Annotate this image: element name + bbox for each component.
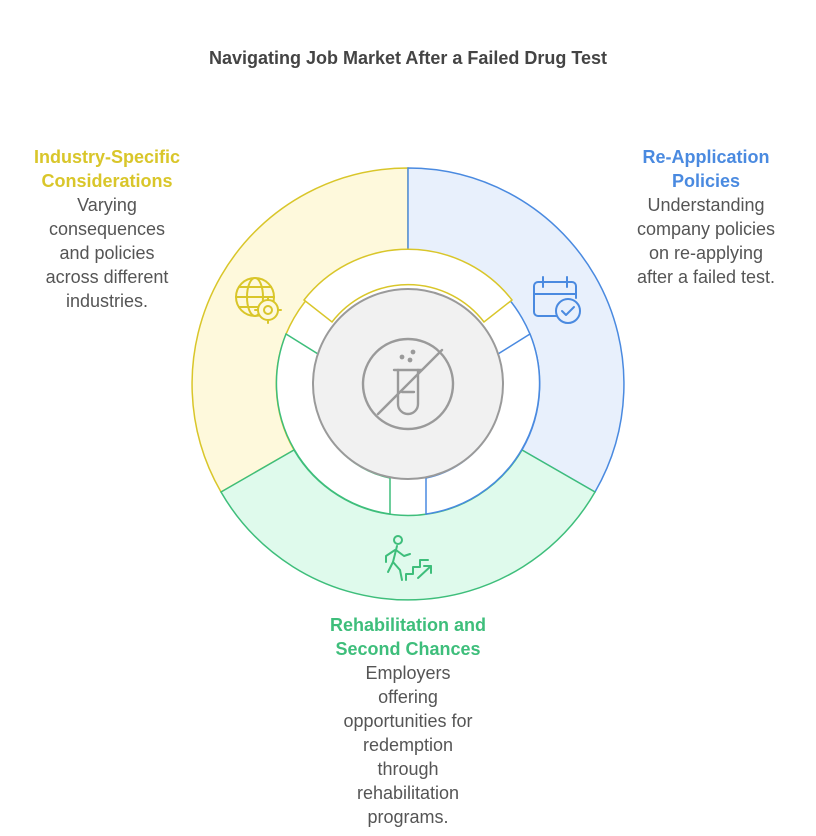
page-title: Navigating Job Market After a Failed Dru… <box>208 48 608 68</box>
reapplication-desc-line: after a failed test. <box>636 267 776 287</box>
rehabilitation-title-line: Rehabilitation and <box>329 615 486 635</box>
reapplication-description: Understanding company policies on re-app… <box>606 193 806 289</box>
rehabilitation-desc-line: Employers <box>365 663 451 683</box>
reapplication-title: Re-Application Policies <box>606 145 806 193</box>
reapplication-title-line: Policies <box>671 171 741 191</box>
rehabilitation-block: Rehabilitation and Second Chances Employ… <box>298 613 518 829</box>
reapplication-desc-line: Understanding <box>647 195 765 215</box>
industry-desc-line: and policies <box>59 243 155 263</box>
no-drug-test-icon <box>361 337 455 431</box>
reapplication-title-line: Re-Application <box>642 147 770 167</box>
industry-title-line: Considerations <box>41 171 173 191</box>
industry-desc-line: Varying <box>77 195 137 215</box>
rehabilitation-desc-line: through <box>377 759 439 779</box>
industry-desc-line: across different <box>45 267 169 287</box>
industry-desc-line: industries. <box>65 291 149 311</box>
globe-gear-icon <box>235 277 282 324</box>
inner-arrow-top <box>302 248 514 324</box>
rehabilitation-desc-line: offering <box>378 687 438 707</box>
rehabilitation-title: Rehabilitation and Second Chances <box>298 613 518 661</box>
industry-desc-line: consequences <box>48 219 166 239</box>
rehabilitation-desc-line: rehabilitation <box>356 783 460 803</box>
rehabilitation-desc-line: opportunities for <box>343 711 473 731</box>
person-climbing-stairs-icon <box>385 535 432 581</box>
industry-title: Industry-Specific Considerations <box>12 145 202 193</box>
reapplication-block: Re-Application Policies Understanding co… <box>606 145 806 289</box>
rehabilitation-desc-line: programs. <box>367 807 449 827</box>
industry-block: Industry-Specific Considerations Varying… <box>12 145 202 313</box>
calendar-check-icon <box>533 276 581 324</box>
rehabilitation-title-line: Second Chances <box>335 639 481 659</box>
reapplication-desc-line: company policies <box>636 219 776 239</box>
rehabilitation-desc-line: redemption <box>362 735 454 755</box>
industry-description: Varying consequences and policies across… <box>12 193 202 313</box>
reapplication-desc-line: on re-applying <box>648 243 764 263</box>
industry-title-line: Industry-Specific <box>33 147 181 167</box>
rehabilitation-description: Employers offering opportunities for red… <box>298 661 518 829</box>
